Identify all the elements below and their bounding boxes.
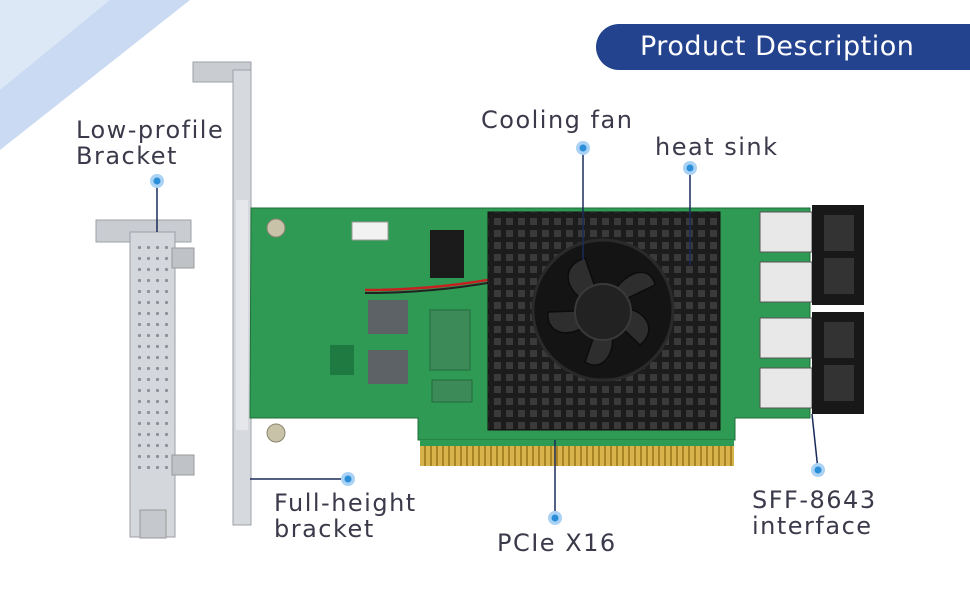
- label-cooling-fan: Cooling fan: [481, 106, 634, 134]
- title-banner: [596, 24, 970, 70]
- label-heat-sink: heat sink: [655, 133, 779, 161]
- label-full-height-bracket: Full-height bracket: [274, 489, 417, 543]
- corner-decoration: [0, 0, 190, 150]
- page-title: Product Description: [640, 31, 915, 62]
- label-sff-8643-interface: SFF-8643 interface: [752, 486, 877, 540]
- leader-lines: [156, 148, 819, 515]
- callout-dot-icon: [150, 141, 825, 525]
- full-height-bracket: [192, 61, 252, 526]
- cooling-fan-icon: [531, 238, 675, 382]
- label-low-profile-bracket: Low-profile Bracket: [76, 116, 225, 170]
- label-pcie-x16: PCIe X16: [497, 529, 617, 557]
- low-profile-bracket: [95, 219, 195, 539]
- sff-8643-connectors: [759, 205, 864, 414]
